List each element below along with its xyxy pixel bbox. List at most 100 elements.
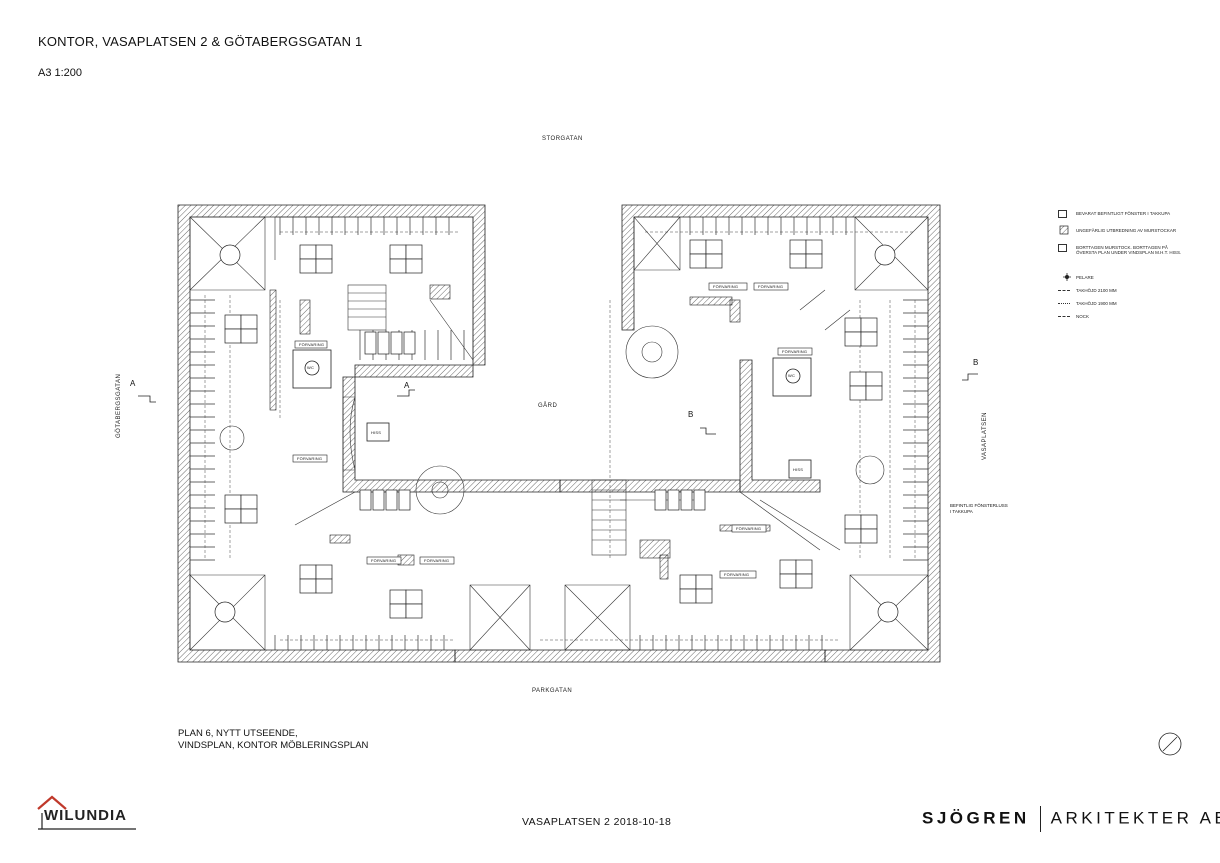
desk (240, 328, 258, 344)
street-east: VASAPLATSEN (982, 412, 988, 460)
window-note: BEFINTLIG FÖNSTERLUSS I TAKKUPA (950, 503, 1008, 514)
desk (389, 244, 407, 260)
desk (860, 317, 878, 333)
desk (390, 331, 403, 355)
caption-line-1: PLAN 6, NYTT UTSEENDE, (178, 728, 298, 739)
desk (865, 385, 883, 401)
storage-label: FÖRVARING (424, 558, 450, 563)
desk (860, 514, 878, 530)
desk (299, 578, 317, 594)
legend-item: TAKHÖJD 1900 MM (1076, 301, 1117, 306)
legend-item: TAKHÖJD 2100 MM (1076, 288, 1117, 293)
storage-label: FÖRVARING (782, 349, 808, 354)
desk (844, 528, 862, 544)
desk (795, 573, 813, 589)
desk (849, 371, 867, 387)
desk (405, 603, 423, 619)
section-b-left: B (688, 410, 694, 419)
desk (403, 331, 416, 355)
desk (695, 588, 713, 604)
desk (689, 253, 707, 269)
desk (315, 244, 333, 260)
desk (299, 244, 317, 260)
desk (693, 489, 706, 511)
desk (389, 589, 407, 605)
storage-label: FÖRVARING (724, 572, 750, 577)
desk (849, 385, 867, 401)
desk (405, 258, 423, 274)
desk (654, 489, 667, 511)
storage-label: FÖRVARING (736, 526, 762, 531)
desk (679, 574, 697, 590)
desk (680, 489, 693, 511)
desk (689, 239, 707, 255)
wilundia-logo: WILUNDIA (36, 793, 140, 833)
desk (299, 564, 317, 580)
desk (385, 489, 398, 511)
desk (789, 253, 807, 269)
elevator-label: HISS (371, 430, 382, 435)
desk (364, 331, 377, 355)
desk (372, 489, 385, 511)
desk (315, 578, 333, 594)
desk (667, 489, 680, 511)
firm-divider (1039, 806, 1041, 832)
desk (844, 317, 862, 333)
plan-caption: PLAN 6, NYTT UTSEENDE, VINDSPLAN, KONTOR… (178, 728, 368, 752)
drawing-title: KONTOR, VASAPLATSEN 2 & GÖTABERGSGATAN 1 (38, 34, 363, 49)
desk (405, 244, 423, 260)
wc-label: WC (788, 373, 796, 378)
storage-label: FÖRVARING (713, 284, 739, 289)
desk (224, 328, 242, 344)
section-b-right: B (973, 358, 979, 367)
desk (405, 589, 423, 605)
legend-item: BORTTAGEN MURSTOCK. BORTTAGEN PÅ ÖVERSTA… (1076, 245, 1182, 255)
firm-name-part1: SJÖGREN (922, 808, 1030, 828)
desk (224, 314, 242, 330)
address-date: VASAPLATSEN 2 2018-10-18 (522, 816, 672, 828)
desk (240, 314, 258, 330)
caption-line-2: VINDSPLAN, KONTOR MÖBLERINGSPLAN (178, 740, 369, 751)
desk (377, 331, 390, 355)
desk (224, 494, 242, 510)
desk (240, 508, 258, 524)
street-west: GÖTABERGSGATAN (116, 373, 122, 438)
section-a-right: A (404, 381, 410, 390)
street-north: STORGATAN (542, 136, 583, 142)
desk (359, 489, 372, 511)
desk (860, 331, 878, 347)
legend-item: PELARE (1076, 275, 1094, 280)
storage-label: FÖRVARING (299, 342, 325, 347)
desk (679, 588, 697, 604)
desk (844, 331, 862, 347)
firm-name-part2: ARKITEKTER AB (1050, 808, 1220, 828)
desk (315, 258, 333, 274)
desk (705, 253, 723, 269)
desk (779, 559, 797, 575)
desk (315, 564, 333, 580)
desk (240, 494, 258, 510)
desk (795, 559, 813, 575)
desk (805, 253, 823, 269)
desk (789, 239, 807, 255)
desk (389, 258, 407, 274)
right-building (454, 204, 941, 663)
street-south: PARKGATAN (532, 688, 573, 694)
firm-name: SJÖGREN ARKITEKTER AB (922, 806, 1220, 832)
storage-label: FÖRVARING (297, 456, 323, 461)
desk (779, 573, 797, 589)
section-a-left: A (130, 379, 136, 388)
desk (860, 528, 878, 544)
storage-label: FÖRVARING (758, 284, 784, 289)
courtyard-label: GÅRD (538, 403, 558, 409)
desk (705, 239, 723, 255)
storage-label: FÖRVARING (371, 558, 397, 563)
desk (695, 574, 713, 590)
desk (299, 258, 317, 274)
desk (389, 603, 407, 619)
desk (224, 508, 242, 524)
legend-item: UNGEFÄRLIG UTBREDNING AV MURSTOCKAR (1076, 228, 1177, 233)
legend-item: BEVARAT BEFINTLIGT FÖNSTER I TAKKUPA (1076, 211, 1171, 216)
desk (805, 239, 823, 255)
